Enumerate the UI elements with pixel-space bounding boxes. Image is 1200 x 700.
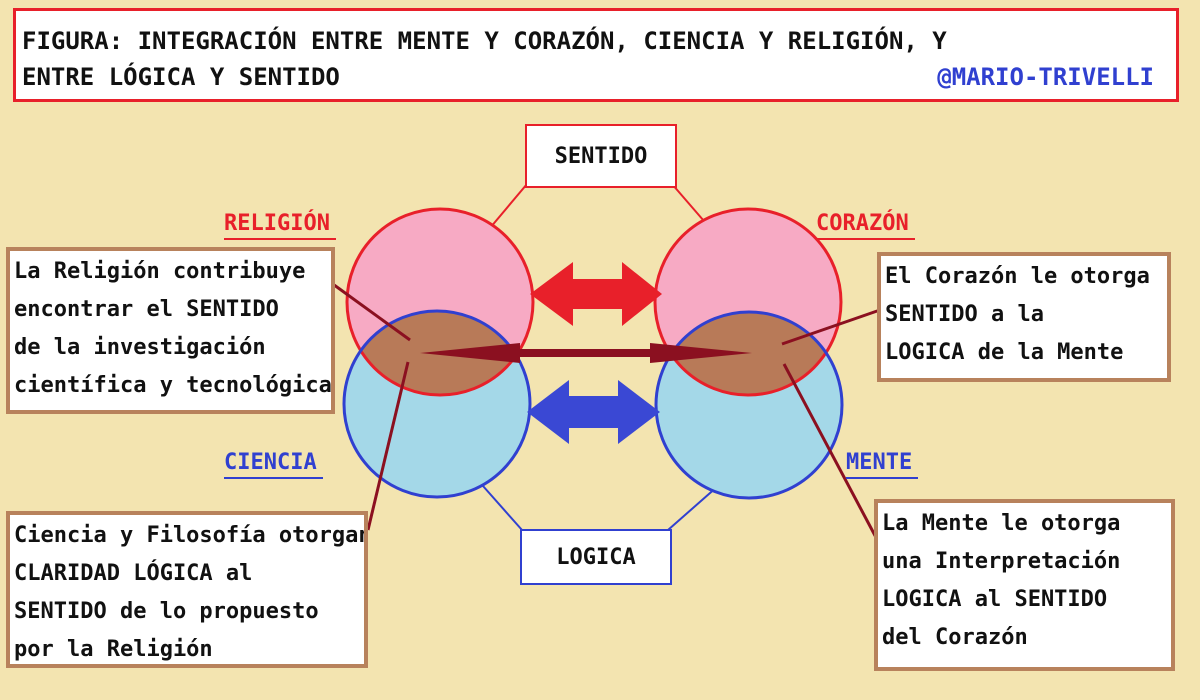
mente-note-line: LOGICA al SENTIDO <box>882 587 1108 612</box>
logica-ciencia-connector <box>482 485 523 531</box>
mente-note-pointer <box>782 363 882 546</box>
ciencia-note: Ciencia y Filosofía otorgan CLARIDAD LÓG… <box>6 511 368 668</box>
corazon-mente-overlap <box>656 312 841 395</box>
religion-note-pointer <box>329 280 411 342</box>
religion-note-line: de la investigación <box>14 335 266 360</box>
ciencia-circle-outline <box>342 309 532 499</box>
mente-note: La Mente le otorga una Interpretación LO… <box>874 499 1175 671</box>
ciencia-note-pointer <box>366 361 410 531</box>
corazon-note-pointer <box>781 308 881 346</box>
figure-title-line-2: ENTRE LÓGICA Y SENTIDO <box>22 63 340 91</box>
corazon-note-line: El Corazón le otorga <box>885 264 1150 289</box>
corazon-note-line: LOGICA de la Mente <box>885 340 1124 365</box>
ciencia-note-line: CLARIDAD LÓGICA al <box>14 561 253 586</box>
religion-label: RELIGIÓN <box>224 211 336 240</box>
mente-label: MENTE <box>846 450 919 479</box>
author-handle: @MARIO-TRIVELLI <box>937 63 1154 91</box>
sentido-religion-connector <box>489 183 528 229</box>
dark-red-central-arrow-icon <box>420 343 752 363</box>
corazon-circle-outline <box>653 207 843 397</box>
ciencia-label: CIENCIA <box>224 450 323 479</box>
logica-mente-connector <box>667 485 719 531</box>
figure-title-box: FIGURA: INTEGRACIÓN ENTRE MENTE Y CORAZÓ… <box>13 8 1179 102</box>
mente-note-line: del Corazón <box>882 625 1028 650</box>
sentido-node: SENTIDO <box>525 124 677 188</box>
red-double-arrow-icon <box>530 262 662 326</box>
mente-note-line: una Interpretación <box>882 549 1121 574</box>
logica-node: LOGICA <box>520 529 672 585</box>
corazon-note: El Corazón le otorga SENTIDO a la LOGICA… <box>877 252 1171 382</box>
mente-circle-outline <box>654 310 844 500</box>
religion-circle-outline <box>345 207 535 397</box>
religion-note: La Religión contribuye encontrar el SENT… <box>6 247 335 414</box>
religion-note-line: encontrar el SENTIDO <box>14 297 279 322</box>
ciencia-note-line: por la Religión <box>14 637 213 662</box>
religion-note-line: científica y tecnológica <box>14 373 332 398</box>
ciencia-note-line: SENTIDO de lo propuesto <box>14 599 319 624</box>
figure-title-line-1: FIGURA: INTEGRACIÓN ENTRE MENTE Y CORAZÓ… <box>22 27 947 55</box>
corazon-note-line: SENTIDO a la <box>885 302 1044 327</box>
blue-double-arrow-icon <box>527 380 660 444</box>
mente-note-line: La Mente le otorga <box>882 511 1121 536</box>
religion-note-line: La Religión contribuye <box>14 259 306 284</box>
corazon-label: CORAZÓN <box>816 211 915 240</box>
ciencia-note-line: Ciencia y Filosofía otorgan <box>14 523 368 548</box>
